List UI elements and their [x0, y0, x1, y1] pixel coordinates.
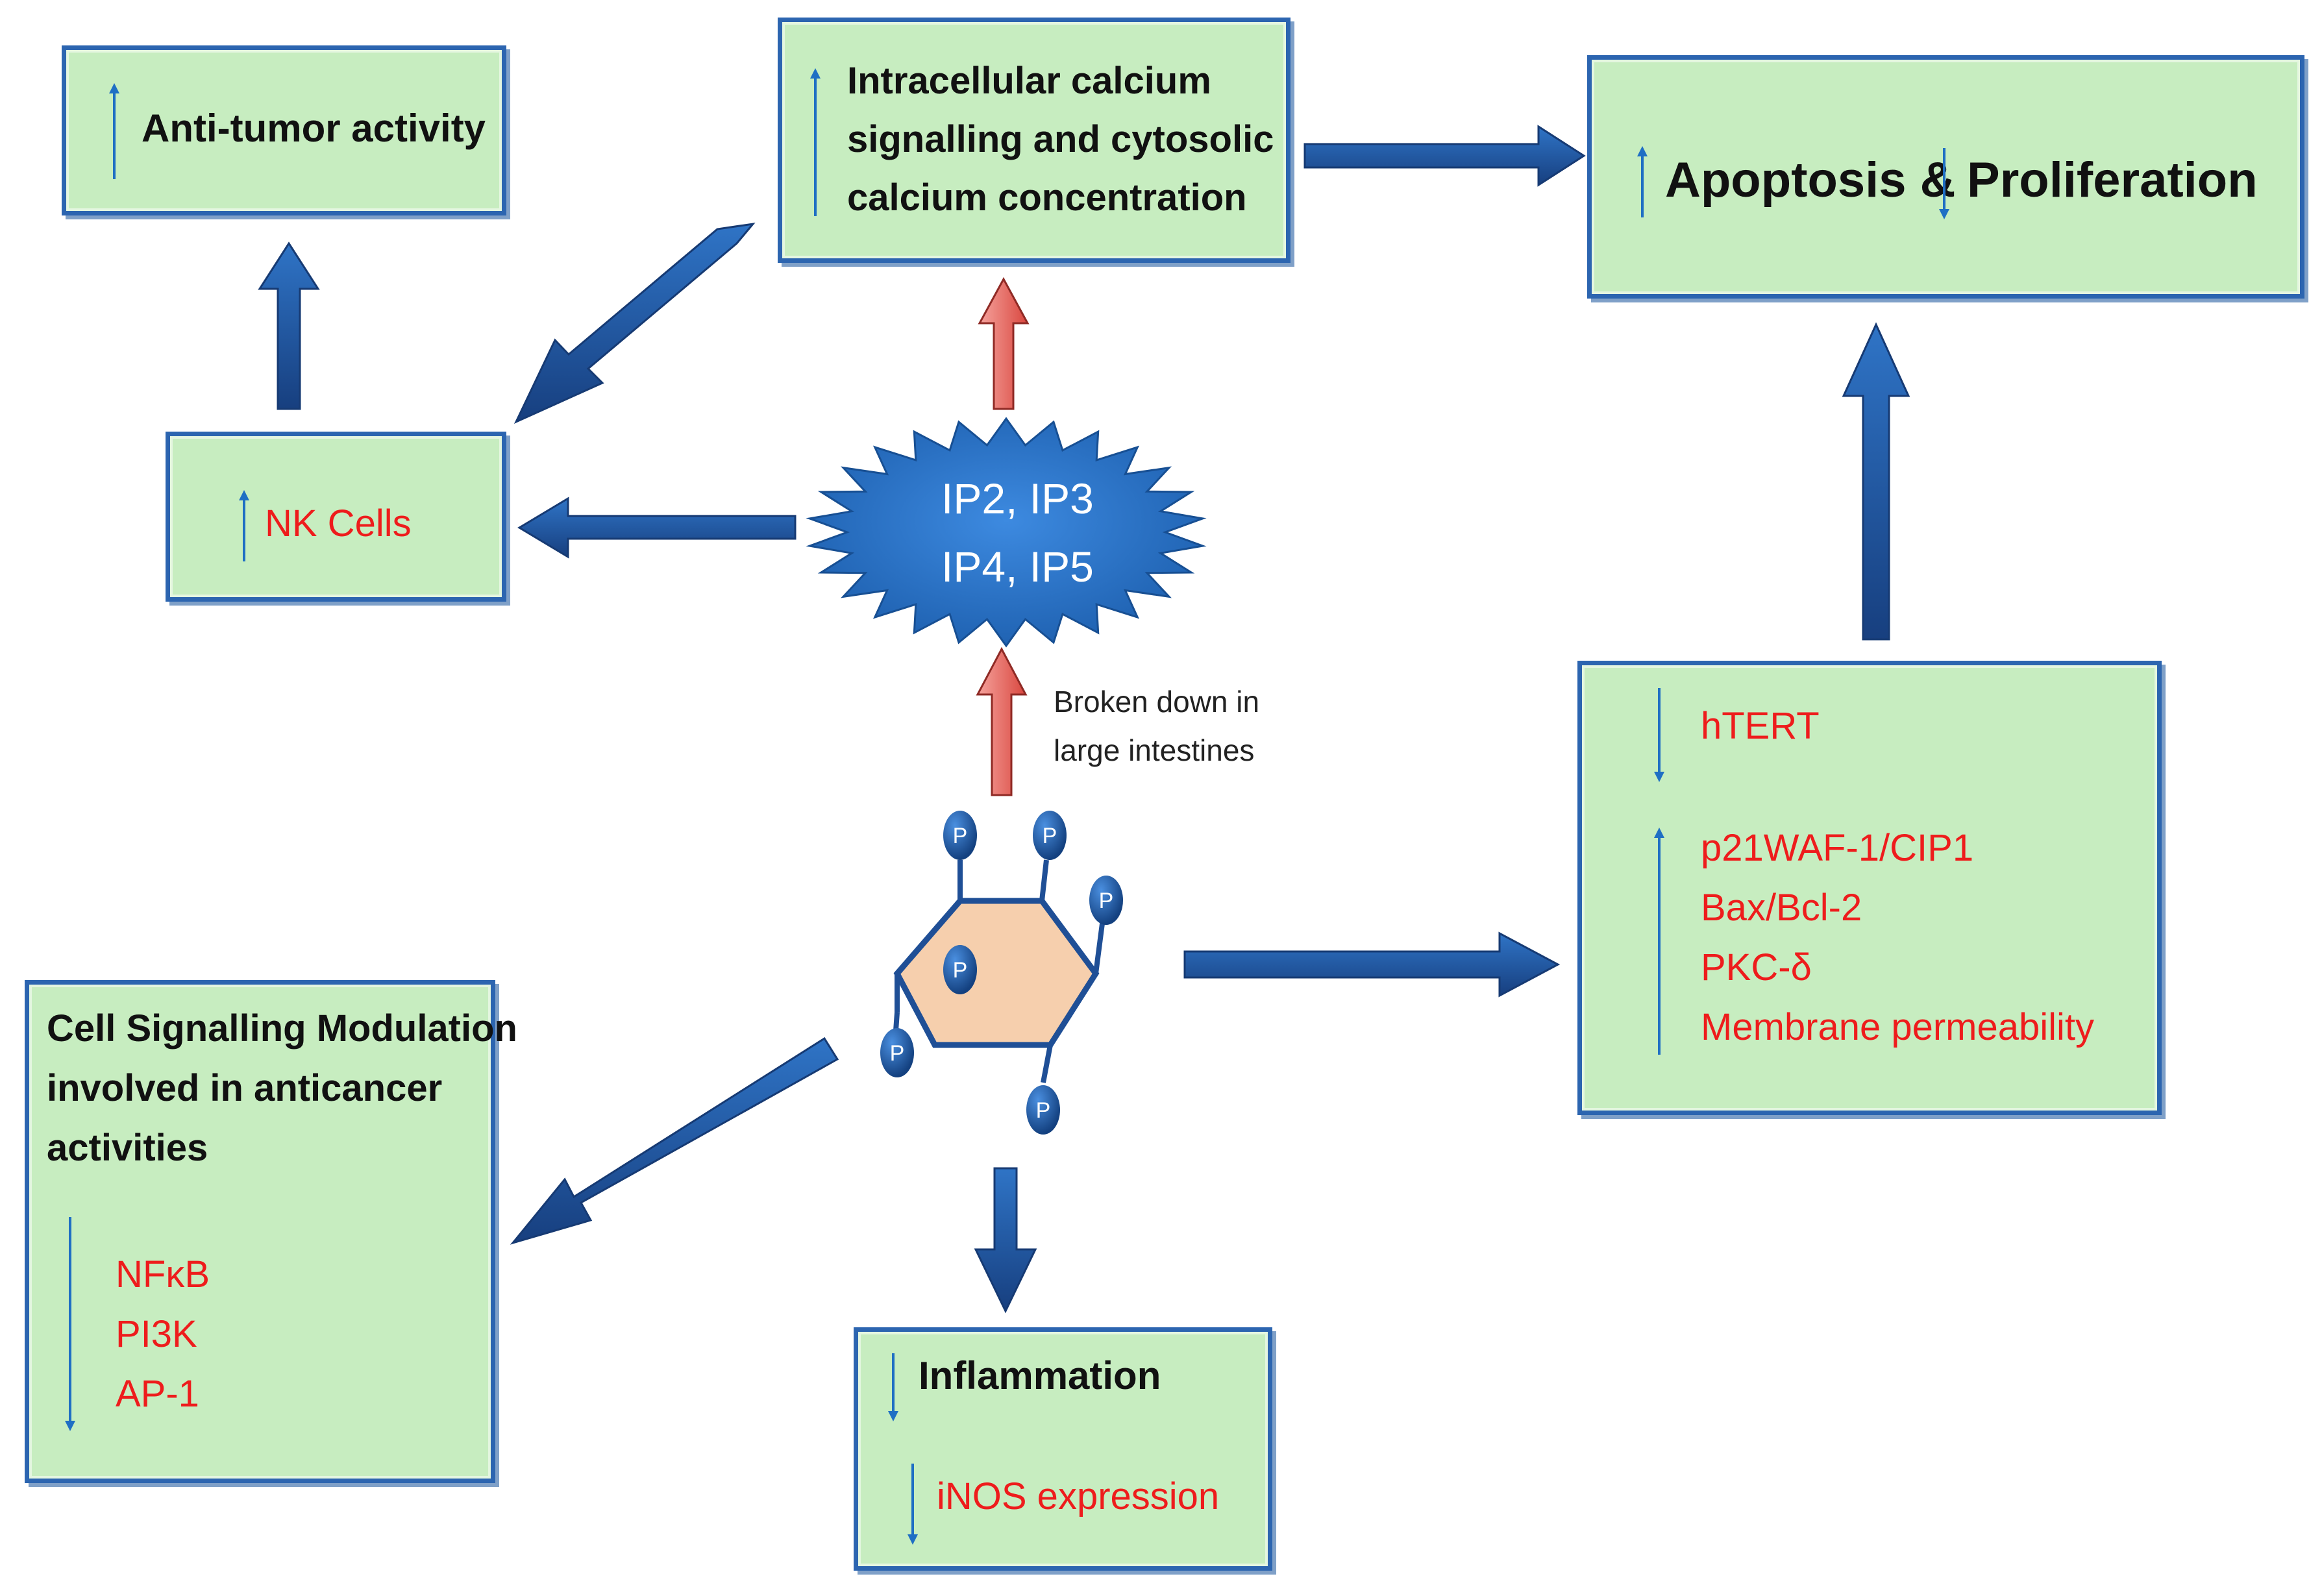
svg-text:P: P [953, 824, 968, 848]
decrease-arrow-icon [65, 1217, 75, 1431]
phosphate-icon: P [943, 945, 977, 994]
arrow-calcium-to-apoptosis [1303, 125, 1586, 187]
phosphate-icon: P [1026, 1085, 1060, 1135]
calcium-line-1: Intracellular calcium [847, 60, 1211, 102]
inos-label: iNOS expression [937, 1475, 1220, 1517]
cell-signalling-title-2: involved in anticancer [47, 1067, 443, 1109]
cell-signalling-title-1: Cell Signalling Modulation [47, 1007, 517, 1050]
svg-text:P: P [1043, 824, 1057, 848]
arrow-molecule-to-signalling [510, 1037, 839, 1245]
decrease-arrow-icon [888, 1353, 898, 1421]
pkc-delta-label: PKC-δ [1701, 946, 1812, 988]
svg-text:P: P [1036, 1098, 1051, 1123]
phytate-molecule: P P P P P P [880, 811, 1123, 1135]
arrow-nk-to-antitumor [258, 241, 320, 410]
htert-box [1577, 661, 2162, 1115]
apoptosis-proliferation-box [1587, 55, 2304, 299]
cell-signalling-box [25, 980, 495, 1483]
increase-arrow-icon [109, 83, 119, 179]
svg-text:P: P [1099, 889, 1114, 913]
nfkb-label: NFκB [116, 1253, 210, 1295]
svg-text:P: P [953, 958, 968, 983]
phosphate-icon: P [1033, 811, 1067, 860]
proliferation-label: Proliferation [1967, 153, 2258, 208]
p21-label: p21WAF-1/CIP1 [1701, 827, 1974, 869]
arrow-htert-to-apoptosis [1842, 322, 1910, 641]
inflammation-label: Inflammation [919, 1354, 1161, 1397]
arrow-calcium-to-nk [513, 222, 756, 424]
calcium-signalling-box [778, 18, 1291, 263]
svg-text:P: P [890, 1041, 905, 1066]
increase-arrow-icon [239, 490, 249, 561]
decrease-arrow-icon [908, 1464, 918, 1545]
increase-arrow-icon [1637, 146, 1648, 217]
apoptosis-label: Apoptosis & [1665, 153, 1956, 208]
arrow-starburst-to-calcium [978, 276, 1030, 410]
arrow-molecule-to-starburst [976, 646, 1028, 796]
membrane-permeability-label: Membrane permeability [1701, 1006, 2095, 1048]
cyclohexane-ring [893, 898, 1100, 1048]
breakdown-note-line-2: large intestines [1054, 733, 1255, 767]
bax-bcl2-label: Bax/Bcl-2 [1701, 887, 1862, 929]
increase-arrow-icon [810, 68, 821, 216]
arrow-molecule-to-inflammation [974, 1167, 1037, 1314]
increase-arrow-icon [1654, 828, 1664, 1055]
phosphate-icon: P [1089, 876, 1123, 925]
nk-cells-label: NK Cells [265, 502, 412, 545]
anti-tumor-box [62, 45, 506, 215]
calcium-line-3: calcium concentration [847, 177, 1247, 219]
pi3k-label: PI3K [116, 1313, 197, 1355]
decrease-arrow-icon [1654, 688, 1664, 782]
ip-starburst [806, 417, 1207, 648]
inflammation-box [854, 1327, 1272, 1571]
starburst-line-1: IP2, IP3 [941, 474, 1094, 522]
breakdown-note-line-1: Broken down in [1054, 685, 1260, 718]
htert-label: hTERT [1701, 705, 1820, 747]
decrease-arrow-icon [1939, 148, 1949, 219]
arrow-starburst-to-nk [517, 497, 797, 559]
ap1-label: AP-1 [116, 1373, 199, 1415]
arrow-molecule-to-htert [1183, 931, 1561, 998]
calcium-line-2: signalling and cytosolic [847, 118, 1274, 160]
phosphate-icon: P [880, 1028, 914, 1077]
starburst-line-2: IP4, IP5 [941, 543, 1094, 591]
nk-cells-box [166, 432, 506, 602]
anti-tumor-label: Anti-tumor activity [142, 106, 486, 150]
cell-signalling-title-3: activities [47, 1127, 208, 1169]
phosphate-icon: P [943, 811, 977, 860]
